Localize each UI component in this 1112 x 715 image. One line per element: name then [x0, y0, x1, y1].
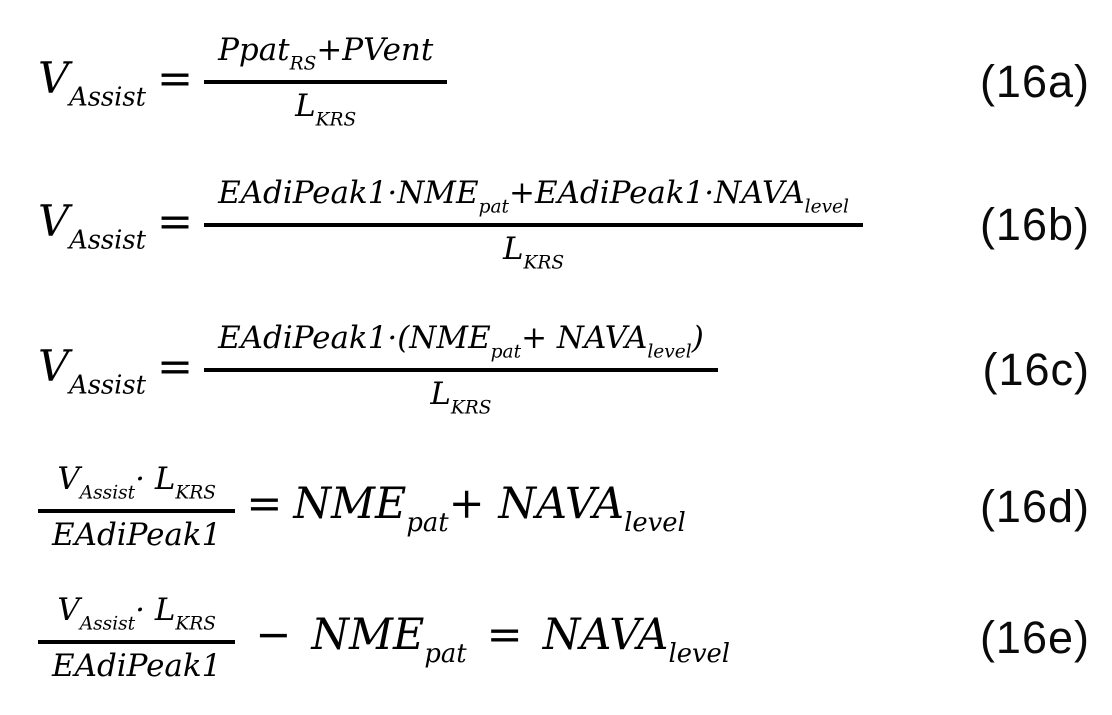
math-term: NME	[311, 610, 425, 660]
math-term: NAVA	[542, 610, 669, 660]
fraction-bar	[204, 368, 718, 372]
math-subscript: RS	[289, 53, 317, 75]
math-term: EAdiPeak1	[52, 647, 222, 684]
fraction: VAssist· LKRS EAdiPeak1	[38, 461, 236, 553]
fraction: VAssist· LKRS EAdiPeak1	[38, 592, 236, 684]
equation-row-16d: VAssist· LKRS EAdiPeak1 =NMEpat+ NAVAlevel…	[0, 451, 1112, 563]
fraction-numerator: EAdiPeak1·(NMEpat+ NAVAlevel)	[204, 320, 718, 368]
equation-label-16a: (16a)	[979, 56, 1090, 107]
fraction-denominator: LKRS	[489, 227, 578, 275]
math-subscript: Assist	[69, 225, 147, 256]
fraction: EAdiPeak1·(NMEpat+ NAVAlevel)LKRS	[204, 320, 718, 419]
math-subscript: level	[804, 196, 849, 218]
fraction-numerator: PpatRS+PVent	[204, 32, 447, 80]
equation-label-16b: (16b)	[979, 199, 1090, 250]
math-subscript: Assist	[79, 482, 136, 504]
fraction-bar	[38, 508, 236, 513]
math-subscript: KRS	[175, 613, 216, 635]
math-subscript: KRS	[450, 397, 492, 419]
fraction-bar	[204, 223, 863, 227]
math-subscript: KRS	[523, 252, 565, 274]
math-subscript: pat	[478, 196, 510, 218]
math-subscript: Assist	[69, 370, 147, 401]
math-term: EAdiPeak1·(NME	[218, 320, 491, 357]
math-term: V	[38, 54, 70, 104]
math-subscript: Assist	[79, 613, 136, 635]
math-subscript: level	[624, 507, 686, 538]
math-term: +PVent	[316, 32, 434, 69]
fraction-denominator: EAdiPeak1	[38, 513, 235, 553]
math-term: +EAdiPeak1·NAVA	[509, 175, 805, 212]
equation-16c-math: VAssist=EAdiPeak1·(NMEpat+ NAVAlevel)LKR…	[38, 320, 982, 419]
fraction-numerator: VAssist· LKRS	[43, 592, 230, 640]
equation-label-16d: (16d)	[979, 481, 1090, 532]
math-subscript: level	[668, 638, 731, 669]
math-term: V	[57, 592, 80, 629]
math-subscript: pat	[490, 341, 522, 363]
math-term: NME	[293, 479, 407, 529]
math-term: · L	[135, 592, 176, 629]
math-subscript: KRS	[175, 482, 216, 504]
equation-row-16c: VAssist=EAdiPeak1·(NMEpat+ NAVAlevel)LKR…	[0, 314, 1112, 426]
fraction-bar	[204, 80, 448, 84]
math-operator: =	[486, 610, 523, 660]
math-term: · L	[135, 461, 176, 498]
math-operator: =	[246, 479, 283, 529]
math-operator: =	[157, 54, 194, 104]
math-subscript: pat	[406, 507, 449, 538]
math-term: V	[38, 342, 70, 392]
math-term: EAdiPeak1	[52, 516, 222, 553]
equation-label-16e: (16e)	[979, 612, 1090, 663]
equation-16e-math: VAssist· LKRS EAdiPeak1−NMEpat = NAVAlevel	[38, 592, 980, 684]
fraction-denominator: EAdiPeak1	[38, 644, 235, 684]
math-subscript: level	[647, 341, 692, 363]
math-term: )	[691, 320, 704, 357]
fraction-denominator: LKRS	[416, 372, 505, 420]
equation-label-16c: (16c)	[982, 344, 1090, 395]
equation-row-16b: VAssist=EAdiPeak1·NMEpat+EAdiPeak1·NAVAl…	[0, 169, 1112, 281]
math-operator: =	[157, 342, 194, 392]
math-operator: =	[157, 197, 194, 247]
fraction-numerator: EAdiPeak1·NMEpat+EAdiPeak1·NAVAlevel	[204, 175, 863, 223]
fraction-bar	[38, 639, 236, 644]
math-term: V	[38, 197, 70, 247]
math-term: L	[295, 88, 316, 124]
math-term: V	[57, 461, 80, 498]
math-term: L	[430, 376, 451, 412]
equation-16d-math: VAssist· LKRS EAdiPeak1 =NMEpat+ NAVAlevel	[38, 461, 980, 553]
fraction-numerator: VAssist· LKRS	[43, 461, 230, 509]
math-subscript: KRS	[315, 109, 357, 131]
math-term: Ppat	[218, 32, 290, 69]
fraction-denominator: LKRS	[281, 84, 370, 132]
math-term: + NAVA	[521, 320, 648, 357]
math-term: L	[502, 231, 524, 267]
math-subscript: Assist	[69, 82, 147, 113]
math-operator: −	[255, 610, 292, 660]
math-subscript: pat	[424, 638, 467, 669]
equation-16b-math: VAssist=EAdiPeak1·NMEpat+EAdiPeak1·NAVAl…	[38, 175, 980, 274]
math-term: + NAVA	[448, 479, 625, 529]
math-term: EAdiPeak1·NME	[218, 175, 479, 212]
